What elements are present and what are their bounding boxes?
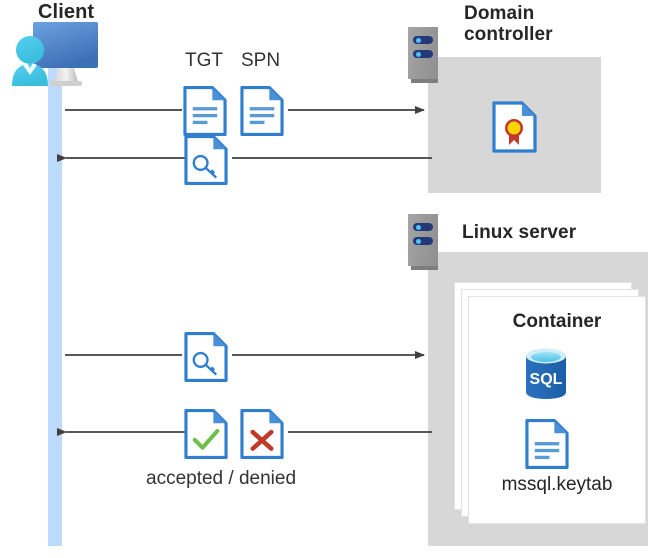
accepted-denied-label: accepted / denied xyxy=(146,468,297,489)
linux-server-icon xyxy=(408,214,438,270)
svg-text:SQL: SQL xyxy=(530,371,563,388)
certificate-document-icon xyxy=(492,101,537,153)
accepted-document-icon xyxy=(184,408,228,460)
container-title: Container xyxy=(512,311,602,332)
keytab-document-icon xyxy=(525,418,569,470)
sql-database-icon: SQL xyxy=(526,348,566,399)
tgt-label: TGT xyxy=(185,50,223,71)
domain-controller-title: Domain controller xyxy=(464,3,553,46)
domain-controller-server-icon xyxy=(408,27,438,83)
client-lifeline xyxy=(48,62,62,546)
container-card-front xyxy=(469,297,645,523)
denied-document-icon xyxy=(240,408,284,460)
linux-server-title: Linux server xyxy=(462,222,577,243)
spn-document-icon xyxy=(240,85,284,137)
tgt-document-icon xyxy=(183,85,227,137)
service-ticket-key-document-icon xyxy=(184,331,228,383)
spn-label: SPN xyxy=(241,50,281,71)
client-title: Client xyxy=(38,1,95,23)
ticket-key-document-icon xyxy=(184,134,228,186)
keytab-label: mssql.keytab xyxy=(501,474,613,495)
user-monitor-icon xyxy=(12,22,98,86)
